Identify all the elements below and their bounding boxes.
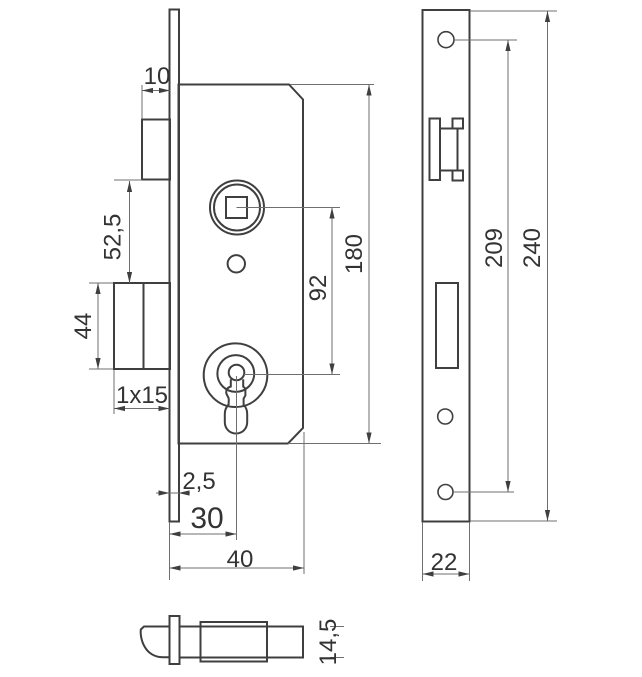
arrow-209-bottom bbox=[505, 481, 511, 492]
dim-label-deadbolt-height: 44 bbox=[70, 313, 97, 340]
arrow-40-right bbox=[293, 565, 304, 571]
latch-head-side bbox=[428, 117, 441, 181]
dim-label-backset: 30 bbox=[190, 502, 223, 535]
arrow-240-top bbox=[544, 11, 551, 22]
arrow-180-top bbox=[366, 84, 372, 96]
latch-tab-top bbox=[451, 117, 464, 130]
dim-label-deadbolt-throw: 1x15 bbox=[116, 382, 168, 409]
front-view: 10 52,5 44 1x15 2,5 30 40 92 180 bbox=[70, 8, 381, 580]
lock-case-top-view bbox=[178, 625, 304, 659]
arrow-52-5-bottom bbox=[126, 272, 133, 283]
keyhole-euro-profile bbox=[223, 379, 249, 435]
arrow-30-left bbox=[169, 531, 181, 537]
fixing-hole bbox=[226, 254, 247, 274]
arrow-22-left bbox=[422, 571, 434, 577]
screw-hole-bottom bbox=[437, 483, 454, 501]
arrow-40-left bbox=[169, 565, 181, 571]
dim-label-case-height: 180 bbox=[341, 234, 368, 274]
faceplate-top-view bbox=[168, 615, 181, 665]
arrow-44-bottom bbox=[95, 358, 101, 369]
case-boss-top-view bbox=[199, 621, 268, 663]
screw-hole-top bbox=[437, 30, 455, 49]
arrow-1x15-right bbox=[158, 405, 170, 412]
arrow-22-right bbox=[458, 571, 470, 577]
dim-label-faceplate-thickness: 2,5 bbox=[182, 468, 215, 495]
dim-label-faceplate-length: 240 bbox=[519, 228, 546, 268]
arrow-209-top bbox=[505, 40, 511, 51]
latch-shaft-side bbox=[439, 127, 459, 172]
side-view: 209 240 22 bbox=[421, 9, 557, 581]
dim-label-latch-to-deadbolt: 52,5 bbox=[100, 214, 127, 261]
arrow-180-bottom bbox=[366, 432, 372, 444]
lock-case-front bbox=[177, 83, 304, 445]
arrow-52-5-top bbox=[126, 181, 133, 192]
arrow-92-bottom bbox=[329, 363, 335, 375]
dim-label-faceplate-width: 22 bbox=[431, 549, 458, 576]
dim-label-screw-hole-spacing: 209 bbox=[481, 228, 508, 268]
arrow-92-top bbox=[329, 207, 335, 219]
cylinder-outer-circle bbox=[202, 342, 269, 409]
deadbolt-front bbox=[113, 282, 171, 370]
faceplate-side bbox=[421, 9, 471, 523]
arrow-10-left bbox=[142, 87, 153, 94]
dim-label-case-depth: 40 bbox=[227, 546, 254, 573]
dim-label-axle-to-cylinder: 92 bbox=[305, 275, 332, 302]
dim-label-case-thickness: 14,5 bbox=[315, 619, 342, 666]
dim-label-latch-protrusion: 10 bbox=[144, 63, 171, 90]
latch-bolt-front bbox=[141, 118, 171, 181]
arrow-240-bottom bbox=[544, 510, 551, 521]
latch-head-top bbox=[139, 625, 171, 659]
deadbolt-slot bbox=[435, 282, 459, 369]
arrow-2-5-right bbox=[178, 490, 190, 496]
screw-hole-middle bbox=[436, 408, 454, 425]
cylinder-inner-circle bbox=[216, 354, 256, 393]
arrow-2-5-left bbox=[158, 490, 170, 496]
arrow-30-right bbox=[225, 531, 237, 537]
latch-tab-bottom bbox=[451, 169, 464, 182]
arrow-10-right bbox=[159, 87, 170, 94]
top-view: 14,5 bbox=[139, 615, 344, 666]
arrow-1x15-left bbox=[114, 405, 125, 412]
arrow-44-top bbox=[95, 283, 101, 294]
